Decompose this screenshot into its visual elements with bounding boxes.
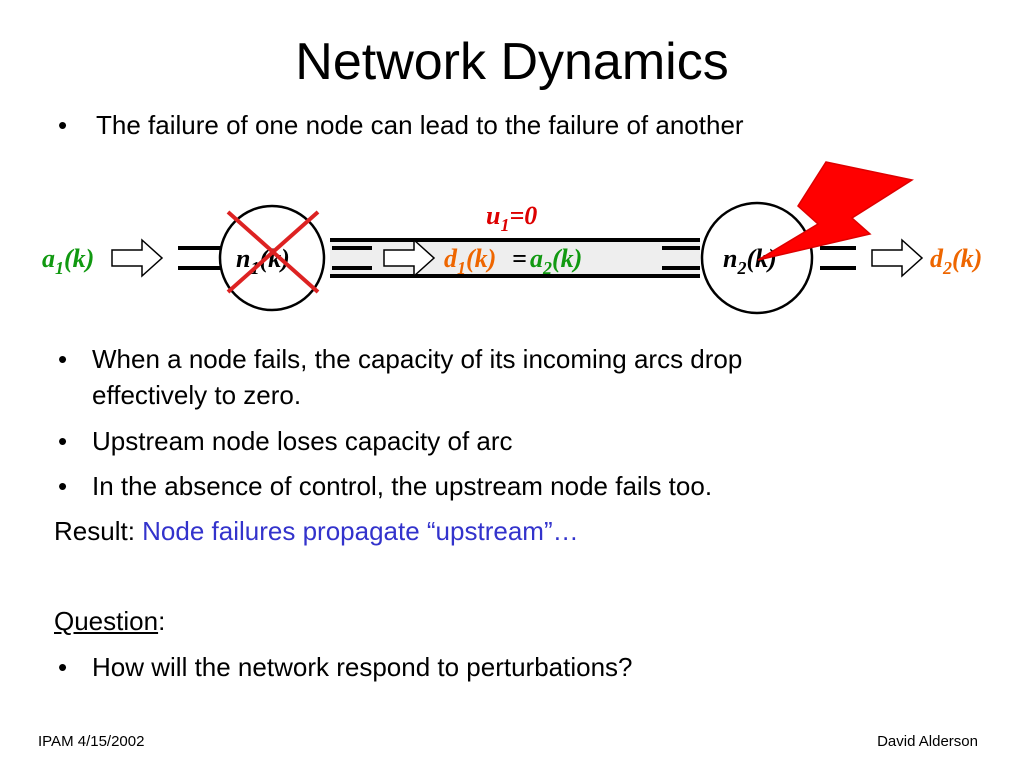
node-n2-circle bbox=[700, 201, 814, 315]
bullet-dot: • bbox=[58, 652, 68, 682]
node-n2-label: n2(k) bbox=[723, 244, 777, 278]
result-text: Node failures propagate “upstream”… bbox=[142, 516, 579, 546]
output-bars-n1 bbox=[332, 246, 372, 270]
input-bars-n2 bbox=[662, 246, 700, 270]
question-label: Question bbox=[54, 606, 159, 636]
label-u1: u1=0 bbox=[486, 201, 537, 235]
output-bars-n2 bbox=[820, 246, 856, 270]
failure-x-icon bbox=[226, 210, 320, 294]
question-line: Question: bbox=[54, 604, 165, 638]
lightning-bolt-icon bbox=[757, 161, 914, 261]
output-arrow-icon bbox=[871, 238, 924, 278]
bullet-text: Upstream node loses capacity of arc bbox=[92, 426, 513, 456]
label-d1: d1(k) bbox=[444, 244, 496, 278]
footer-right: David Alderson bbox=[877, 733, 978, 750]
label-a1: a1(k) bbox=[42, 244, 94, 278]
bullet-dot: • bbox=[58, 344, 68, 374]
bullet-text: In the absence of control, the upstream … bbox=[92, 471, 713, 501]
label-a2: a2(k) bbox=[530, 244, 582, 278]
top-bullet-text: The failure of one node can lead to the … bbox=[96, 110, 744, 140]
bullet-text-continued: effectively to zero. bbox=[92, 380, 302, 410]
label-d2: d2(k) bbox=[930, 244, 982, 278]
slide-title: Network Dynamics bbox=[295, 33, 729, 91]
question-colon: : bbox=[158, 606, 166, 636]
label-equals: = bbox=[512, 244, 527, 273]
bullet-text: How will the network respond to perturba… bbox=[92, 652, 633, 682]
bullet-dot: • bbox=[58, 426, 68, 456]
middle-arrow-icon bbox=[383, 238, 436, 278]
bullet-dot: • bbox=[58, 110, 68, 140]
result-label: Result: bbox=[54, 516, 143, 546]
footer-left: IPAM 4/15/2002 bbox=[38, 733, 145, 750]
bullet-text: When a node fails, the capacity of its i… bbox=[92, 344, 743, 374]
input-bars-n1 bbox=[178, 246, 222, 270]
input-arrow-icon bbox=[111, 238, 164, 278]
bullet-dot: • bbox=[58, 471, 68, 501]
result-line: Result: Node failures propagate “upstrea… bbox=[54, 514, 579, 548]
